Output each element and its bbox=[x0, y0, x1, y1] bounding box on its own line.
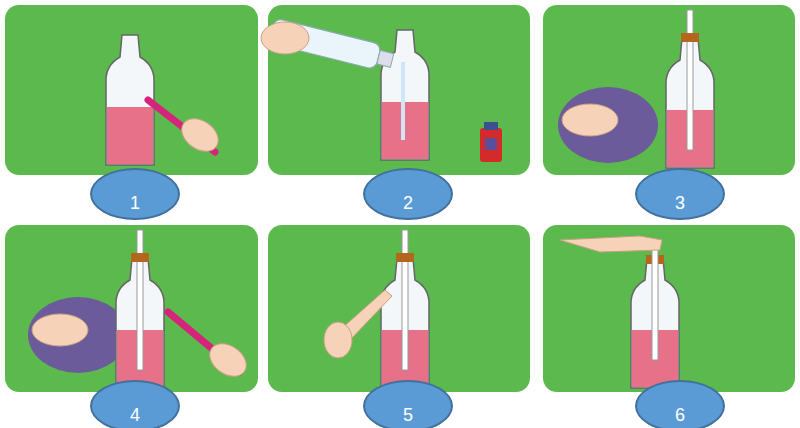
panel bbox=[543, 5, 795, 175]
callout-number: 6 bbox=[675, 406, 685, 428]
cloth bbox=[28, 297, 128, 373]
water-stream bbox=[401, 62, 405, 140]
callout-number: 2 bbox=[403, 194, 413, 218]
callout-number: 3 bbox=[675, 194, 685, 218]
hand bbox=[261, 22, 309, 54]
hand bbox=[324, 322, 352, 358]
step-number-circle: 6 bbox=[635, 380, 725, 428]
hand bbox=[204, 337, 253, 383]
hand bbox=[176, 112, 225, 158]
ink-bottle bbox=[480, 128, 502, 162]
stopper-with-straw bbox=[681, 10, 699, 150]
panel bbox=[268, 225, 530, 392]
ink-bottle-cap bbox=[484, 122, 498, 130]
straw bbox=[652, 240, 658, 360]
step-number-circle: 1 bbox=[90, 168, 180, 220]
callout-number: 4 bbox=[130, 406, 140, 428]
callout-number: 1 bbox=[130, 194, 140, 218]
water-bottle-cap bbox=[377, 50, 394, 67]
hand bbox=[560, 236, 662, 252]
panel bbox=[268, 5, 530, 175]
bottle bbox=[381, 30, 429, 160]
panel bbox=[543, 225, 795, 392]
step-number-circle: 3 bbox=[635, 168, 725, 220]
step-number-circle: 2 bbox=[363, 168, 453, 220]
step-number-circle: 5 bbox=[363, 380, 453, 428]
panel bbox=[5, 225, 258, 392]
panel bbox=[5, 5, 258, 175]
cloth bbox=[558, 87, 658, 163]
ink-label bbox=[485, 138, 497, 150]
stopper-with-straw bbox=[131, 230, 149, 370]
step-number-circle: 4 bbox=[90, 380, 180, 428]
hand bbox=[32, 314, 88, 346]
stopper-with-straw bbox=[396, 230, 414, 370]
callout-number: 5 bbox=[403, 406, 413, 428]
hand bbox=[562, 104, 618, 136]
